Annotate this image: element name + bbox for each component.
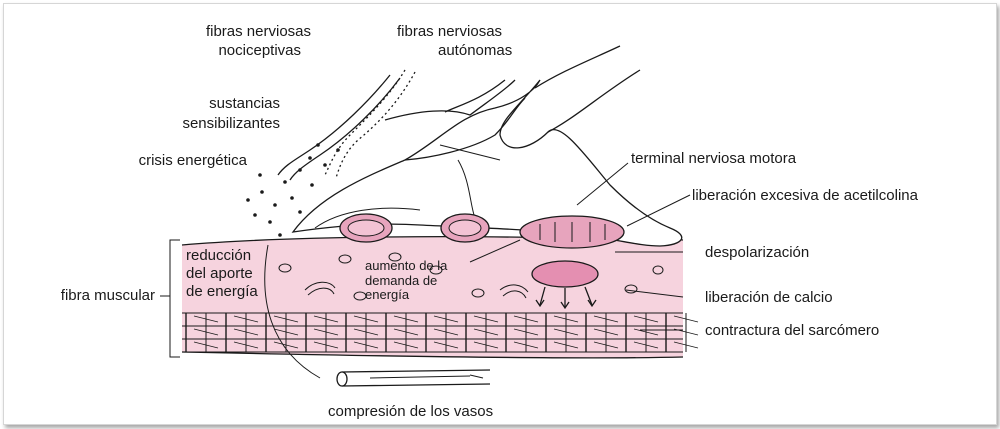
label-fibra-muscular: fibra muscular [61,287,155,304]
label-reduccion-2: del aporte [186,265,253,282]
blood-vessel [337,370,490,386]
label-compresion-vasos: compresión de los vasos [328,403,493,420]
label-sustancias-2: sensibilizantes [182,115,280,132]
label-crisis-energetica: crisis energética [139,152,248,169]
label-contractura: contractura del sarcómero [705,322,879,339]
label-despolarizacion: despolarización [705,244,809,261]
label-fibras-nociceptivas-1: fibras nerviosas [206,23,311,40]
label-terminal-nerviosa: terminal nerviosa motora [631,150,797,167]
label-sustancias-1: sustancias [209,95,280,112]
calcium-reservoir [532,261,598,287]
label-reduccion-3: de energía [186,283,258,300]
label-aumento-3: energía [365,287,410,302]
label-fibras-nociceptivas-2: nociceptivas [218,42,301,59]
label-aumento-2: demanda de [365,273,437,288]
autonomic-fiber [325,70,405,175]
label-fibras-autonomas-2: autónomas [438,42,512,59]
nociceptive-fiber [278,75,390,175]
label-aumento-1: aumento de la [365,258,448,273]
label-reduccion-1: reducción [186,247,251,264]
label-liberacion-acetilcolina: liberación excesiva de acetilcolina [692,187,919,204]
label-liberacion-calcio: liberación de calcio [705,289,833,306]
label-fibras-autonomas-1: fibras nerviosas [397,23,502,40]
